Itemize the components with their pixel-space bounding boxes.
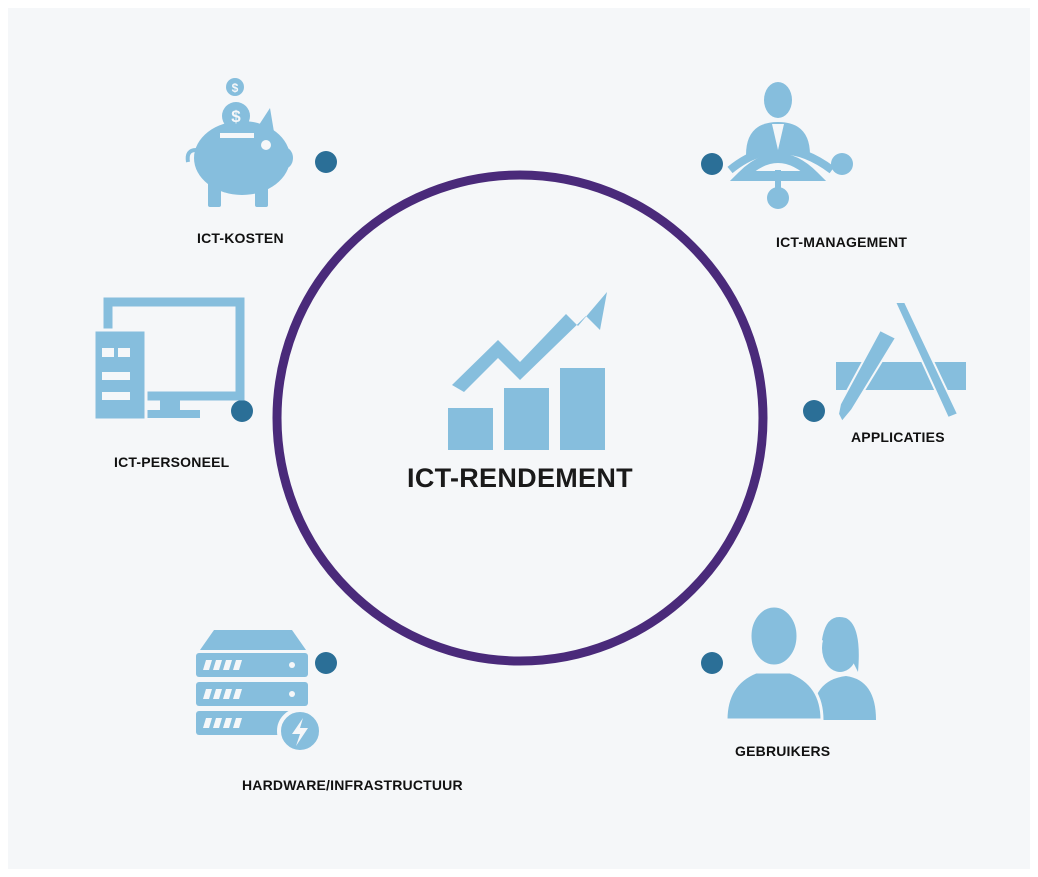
connector-dot-gebruikers bbox=[701, 652, 723, 674]
svg-text:$: $ bbox=[232, 81, 239, 95]
piggy-bank-icon: $ $ bbox=[185, 78, 293, 207]
manager-network-icon bbox=[727, 82, 853, 209]
node-label-gebruikers: GEBRUIKERS bbox=[735, 743, 831, 759]
connector-dot-management bbox=[701, 153, 723, 175]
node-label-hardware: HARDWARE/INFRASTRUCTUUR bbox=[242, 777, 463, 793]
center-title: ICT-RENDEMENT bbox=[407, 463, 633, 493]
node-label-kosten: ICT-KOSTEN bbox=[197, 230, 284, 246]
connector-dot-applicaties bbox=[803, 400, 825, 422]
central-ring bbox=[272, 170, 768, 666]
connector-dot-hardware bbox=[315, 652, 337, 674]
node-label-personeel: ICT-PERSONEEL bbox=[114, 454, 230, 470]
node-label-applicaties: APPLICATIES bbox=[851, 429, 945, 445]
server-rack-icon bbox=[196, 630, 323, 754]
svg-text:$: $ bbox=[231, 107, 241, 126]
users-icon bbox=[724, 604, 876, 722]
desktop-computer-icon bbox=[92, 297, 245, 422]
app-store-icon bbox=[836, 301, 966, 424]
node-label-management: ICT-MANAGEMENT bbox=[776, 234, 908, 250]
growth-chart-icon bbox=[448, 292, 607, 450]
connector-dot-kosten bbox=[315, 151, 337, 173]
connector-dot-personeel bbox=[231, 400, 253, 422]
